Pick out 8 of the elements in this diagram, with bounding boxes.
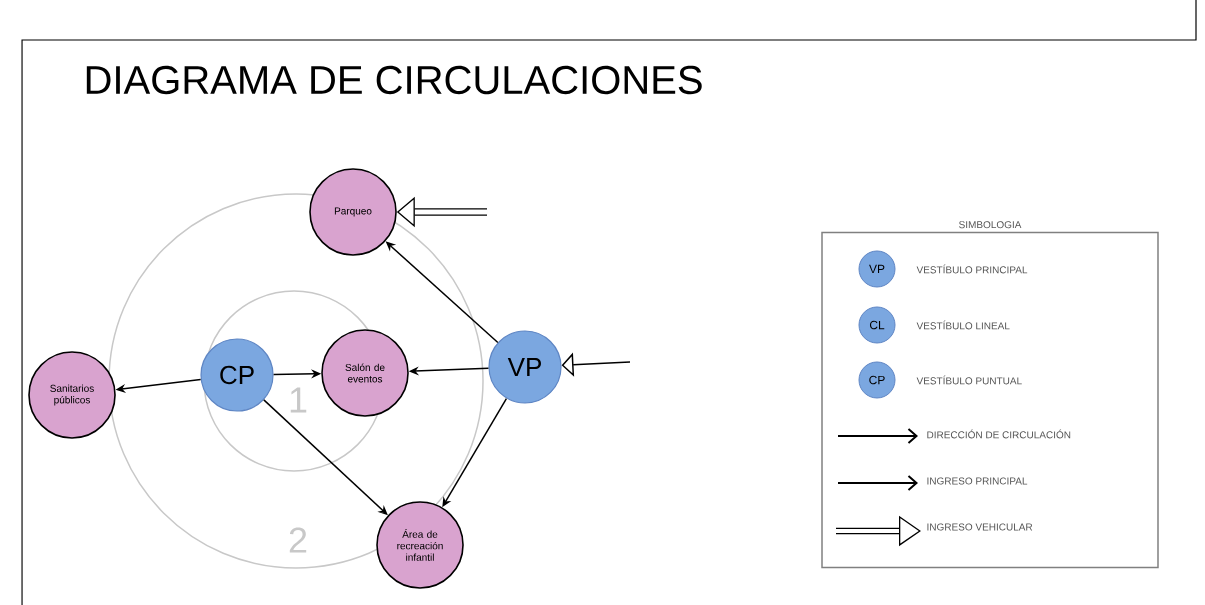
legend-text: VESTÍBULO PUNTUAL [916, 375, 1022, 385]
legend-text: INGRESO VEHICULAR [927, 523, 1033, 531]
node-label: SIMBOLOGIA [959, 221, 1022, 229]
legend-text: VESTÍBULO PRINCIPAL [916, 264, 1028, 274]
legend-text: DIRECCIÓN DE CIRCULACIÓN [927, 429, 1071, 439]
legend-text: INGRESO PRINCIPAL [927, 477, 1028, 485]
legend-text: VESTÍBULO LINEAL [916, 320, 1010, 330]
title: DIAGRAMA DE CIRCULACIONES [86, 65, 702, 95]
